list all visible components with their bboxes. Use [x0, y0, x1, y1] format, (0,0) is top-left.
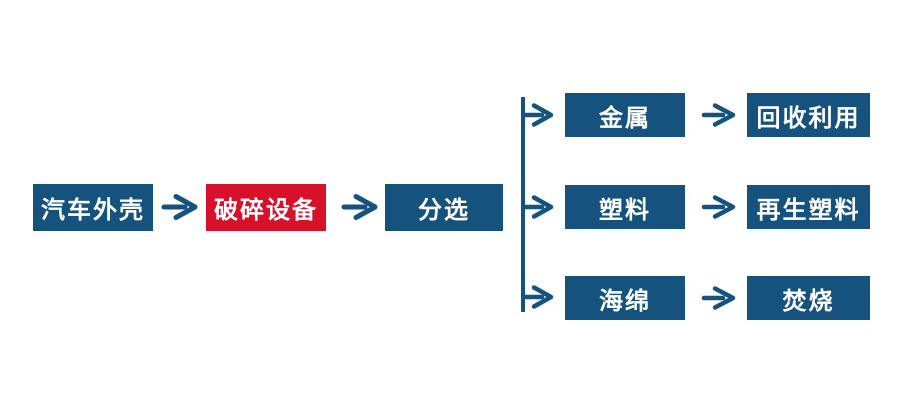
right-arrow-icon: [341, 194, 378, 220]
right-arrow-icon: [701, 286, 736, 310]
right-arrow-icon: [701, 195, 736, 219]
node-plastic-label: 塑料: [599, 196, 651, 224]
node-sponge: 海绵: [565, 276, 685, 320]
node-recycle-reuse-label: 回收利用: [756, 104, 861, 132]
node-metal-label: 金属: [599, 104, 651, 132]
node-incineration: 焚烧: [747, 276, 870, 320]
node-recycled-plastic: 再生塑料: [747, 185, 870, 229]
branch-connector-line: [521, 97, 525, 312]
node-sponge-label: 海绵: [599, 287, 651, 315]
right-arrow-icon: [701, 103, 736, 127]
node-car-shell: 汽车外壳: [33, 184, 153, 231]
node-crusher-label: 破碎设备: [214, 197, 318, 224]
node-metal: 金属: [565, 93, 685, 137]
right-arrow-icon: [523, 195, 554, 219]
node-sorting: 分选: [385, 184, 503, 231]
right-arrow-icon: [523, 103, 554, 127]
node-recycle-reuse: 回收利用: [747, 93, 870, 137]
node-plastic: 塑料: [565, 185, 685, 229]
node-sorting-label: 分选: [418, 197, 470, 224]
node-recycled-plastic-label: 再生塑料: [756, 196, 861, 224]
right-arrow-icon: [161, 194, 198, 220]
node-crusher: 破碎设备: [206, 184, 326, 231]
node-car-shell-label: 汽车外壳: [41, 197, 145, 224]
node-incineration-label: 焚烧: [782, 287, 835, 315]
right-arrow-icon: [523, 285, 554, 309]
